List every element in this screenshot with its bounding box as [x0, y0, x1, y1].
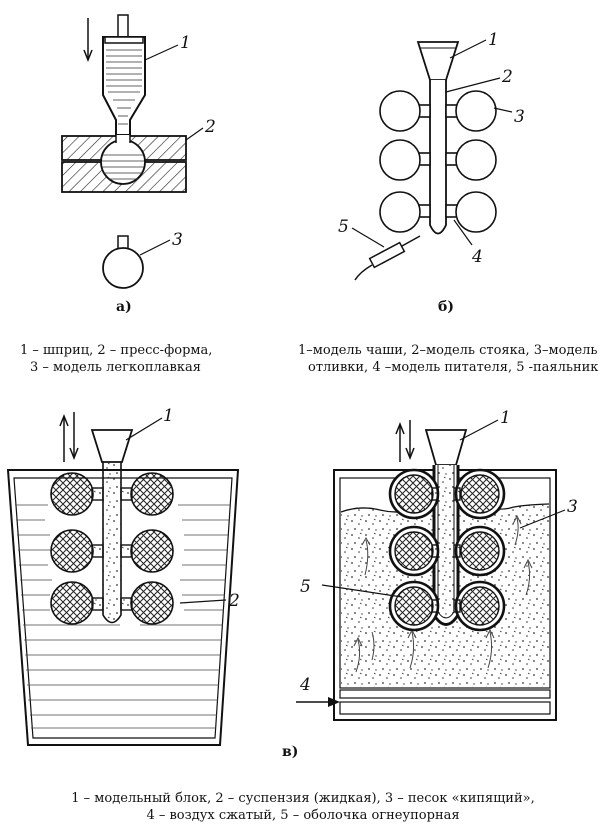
label-5-soldering-iron: 5 — [338, 217, 349, 237]
panel-v-fluidized-sand-tank: 1 3 5 4 — [296, 408, 578, 721]
porous-bottom-plate — [339, 689, 551, 715]
panel-v-suspension-tank: 1 2 — [6, 406, 240, 746]
sublabel-a: а) — [116, 299, 132, 315]
label-3-casting-model: 3 — [514, 107, 525, 127]
label-1-cup-model: 1 — [488, 30, 499, 50]
caption-v-line1: 1 – модельный блок, 2 – суспензия (жидка… — [71, 791, 535, 806]
sublabel-v: в) — [282, 744, 299, 760]
model-block — [50, 429, 174, 625]
label-2-suspension: 2 — [228, 591, 240, 611]
caption-v: 1 – модельный блок, 2 – суспензия (жидка… — [48, 790, 558, 824]
label-4-compressed-air: 4 — [299, 675, 311, 695]
up-down-arrows-icon — [59, 412, 79, 462]
label-1-syringe: 1 — [180, 33, 191, 53]
label-2-press-form: 2 — [204, 117, 216, 137]
caption-a: 1 – шприц, 2 – пресс-форма, 3 – модель л… — [20, 342, 212, 376]
sublabel-b: б) — [438, 299, 454, 315]
panel-a-syringe-diagram: 1 2 3 — [61, 14, 216, 289]
caption-a-line2: 3 – модель легкоплавкая — [30, 360, 201, 375]
caption-a-line1: 1 – шприц, 2 – пресс-форма, — [20, 343, 213, 358]
label-2-riser-model: 2 — [501, 67, 513, 87]
model-block-with-shell — [388, 429, 506, 632]
caption-b-line2: отливки, 4 –модель питателя, 5 -паяльник — [308, 360, 599, 375]
label-3-model: 3 — [172, 230, 183, 250]
soldering-iron-icon — [354, 235, 421, 281]
suspension-liquid — [15, 504, 231, 729]
label-3-fluidized-sand: 3 — [567, 497, 578, 517]
down-arrow-icon — [83, 18, 93, 63]
caption-b-line1: 1–модель чаши, 2–модель стояка, 3–модель — [298, 343, 598, 358]
label-1-model-block: 1 — [163, 406, 174, 426]
label-1-model-block-right: 1 — [500, 408, 511, 428]
label-4-feeder-model: 4 — [471, 247, 483, 267]
caption-b: 1–модель чаши, 2–модель стояка, 3–модель… — [298, 342, 598, 376]
up-down-arrows-icon — [395, 420, 415, 462]
fusible-model — [102, 235, 171, 289]
caption-v-line2: 4 – воздух сжатый, 5 – оболочка огнеупор… — [146, 808, 460, 823]
panel-b-model-assembly: 1 2 3 4 5 — [338, 30, 525, 281]
compressed-air-arrow-icon — [296, 697, 340, 707]
label-5-refractory-shell: 5 — [300, 577, 311, 597]
air-flow-arrows — [353, 514, 533, 673]
